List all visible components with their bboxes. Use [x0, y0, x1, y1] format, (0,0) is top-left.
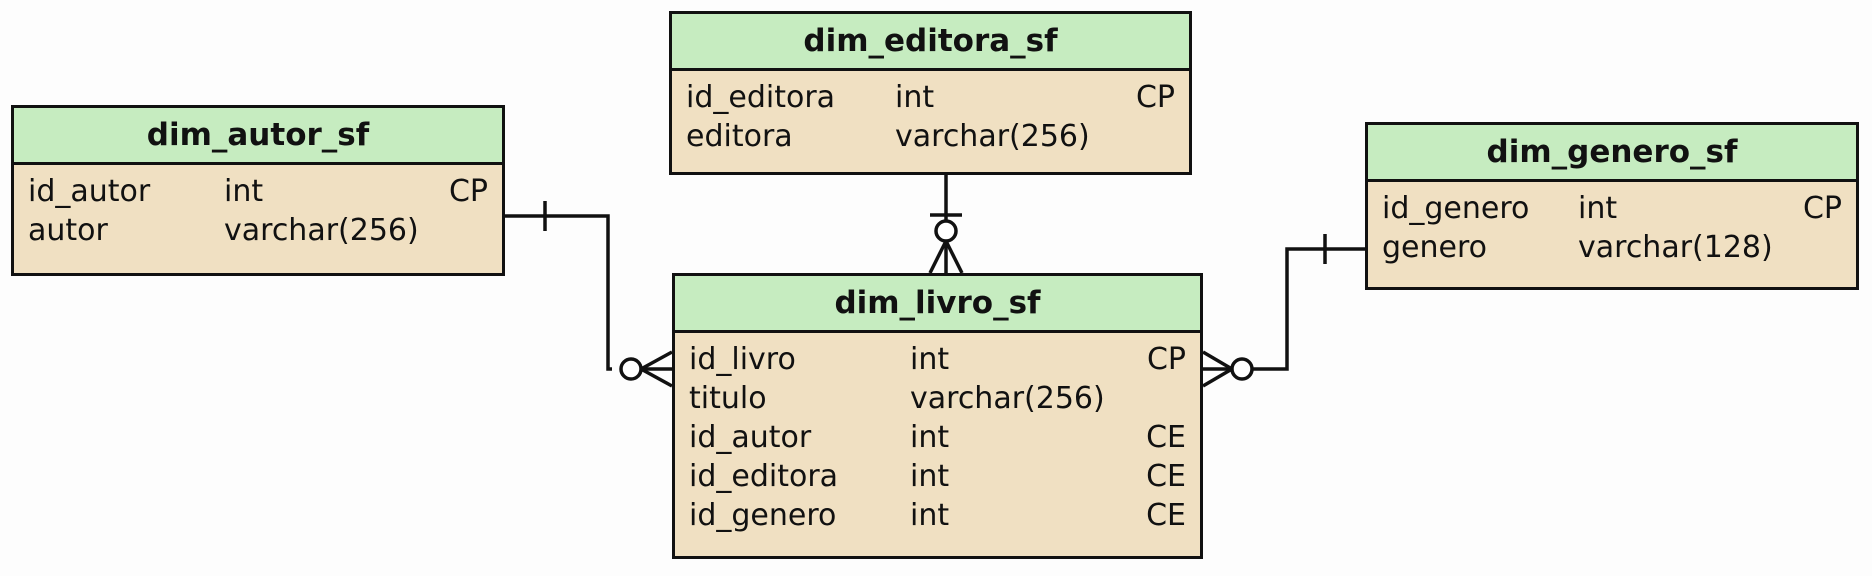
- rel-editora-livro[interactable]: [928, 175, 964, 274]
- crowfoot-marker: [1202, 350, 1233, 371]
- field-row[interactable]: autor varchar(256): [28, 211, 488, 250]
- field-row[interactable]: id_editora int CE: [689, 457, 1186, 496]
- field-name: id_genero: [689, 498, 837, 533]
- entity-fields: id_editora int CP editora varchar(256): [672, 71, 1189, 156]
- field-type: varchar(128): [1578, 230, 1773, 265]
- field-key: CE: [1146, 498, 1186, 533]
- field-type: int: [910, 420, 950, 455]
- zero-marker: [1230, 357, 1254, 381]
- field-key: CP: [448, 174, 488, 209]
- field-type: int: [910, 459, 950, 494]
- field-row[interactable]: id_livro int CP: [689, 340, 1186, 379]
- field-type: varchar(256): [224, 213, 419, 248]
- crowfoot-marker: [640, 350, 673, 371]
- entity-title: dim_editora_sf: [672, 14, 1189, 71]
- field-type: int: [895, 80, 935, 115]
- entity-dim-editora-sf[interactable]: dim_editora_sf id_editora int CP editora…: [669, 11, 1192, 175]
- entity-dim-livro-sf[interactable]: dim_livro_sf id_livro int CP titulo varc…: [672, 273, 1203, 559]
- entity-title: dim_genero_sf: [1368, 125, 1856, 182]
- field-row[interactable]: id_autor int CP: [28, 172, 488, 211]
- field-key: CE: [1146, 420, 1186, 455]
- field-type: int: [224, 174, 264, 209]
- field-name: id_editora: [689, 459, 839, 494]
- field-row[interactable]: id_autor int CE: [689, 418, 1186, 457]
- entity-fields: id_livro int CP titulo varchar(256) id_a…: [675, 333, 1200, 535]
- zero-marker: [934, 219, 958, 243]
- zero-marker: [619, 357, 643, 381]
- field-key: CP: [1146, 342, 1186, 377]
- field-type: int: [910, 342, 950, 377]
- entity-fields: id_genero int CP genero varchar(128): [1368, 182, 1856, 267]
- entity-dim-genero-sf[interactable]: dim_genero_sf id_genero int CP genero va…: [1365, 122, 1859, 290]
- field-row[interactable]: titulo varchar(256): [689, 379, 1186, 418]
- field-name: id_genero: [1382, 191, 1530, 226]
- entity-title: dim_autor_sf: [14, 108, 502, 165]
- field-name: id_editora: [686, 80, 836, 115]
- rel-autor-livro[interactable]: [505, 201, 673, 388]
- field-type: int: [1578, 191, 1618, 226]
- crowfoot-marker: [928, 240, 948, 274]
- field-row[interactable]: genero varchar(128): [1382, 228, 1842, 267]
- field-type: varchar(256): [910, 381, 1105, 416]
- field-name: titulo: [689, 381, 767, 416]
- field-row[interactable]: id_genero int CE: [689, 496, 1186, 535]
- field-name: id_autor: [689, 420, 812, 455]
- field-name: editora: [686, 119, 793, 154]
- field-name: id_livro: [689, 342, 796, 377]
- field-name: id_autor: [28, 174, 151, 209]
- rel-genero-livro[interactable]: [1202, 234, 1365, 388]
- field-row[interactable]: id_genero int CP: [1382, 189, 1842, 228]
- field-key: CP: [1802, 191, 1842, 226]
- field-row[interactable]: id_editora int CP: [686, 78, 1175, 117]
- entity-title: dim_livro_sf: [675, 276, 1200, 333]
- entity-dim-autor-sf[interactable]: dim_autor_sf id_autor int CP autor varch…: [11, 105, 505, 276]
- field-name: autor: [28, 213, 108, 248]
- field-row[interactable]: editora varchar(256): [686, 117, 1175, 156]
- entity-fields: id_autor int CP autor varchar(256): [14, 165, 502, 250]
- field-key: CP: [1135, 80, 1175, 115]
- field-type: int: [910, 498, 950, 533]
- field-key: CE: [1146, 459, 1186, 494]
- field-name: genero: [1382, 230, 1487, 265]
- field-type: varchar(256): [895, 119, 1090, 154]
